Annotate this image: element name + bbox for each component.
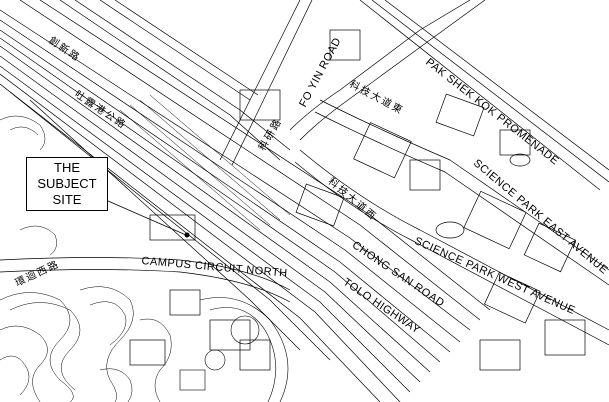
site-label-line-2: SUBJECT	[37, 176, 97, 191]
chong-sun-road	[59, 0, 291, 161]
site-label-line-1: THE	[54, 160, 80, 175]
site-pointer-line	[107, 200, 187, 236]
hillside-contours	[0, 115, 172, 402]
fo-yin-road-lines	[219, 0, 486, 166]
site-marker	[184, 232, 190, 238]
site-label-line-3: SITE	[52, 192, 82, 207]
campus-circuit	[0, 257, 291, 303]
science-park-avenues	[294, 99, 609, 346]
lower-buildings	[179, 297, 289, 402]
subject-site-label: THE SUBJECT SITE	[26, 157, 108, 211]
buildings	[129, 29, 586, 371]
promenade-lines	[359, 0, 609, 191]
